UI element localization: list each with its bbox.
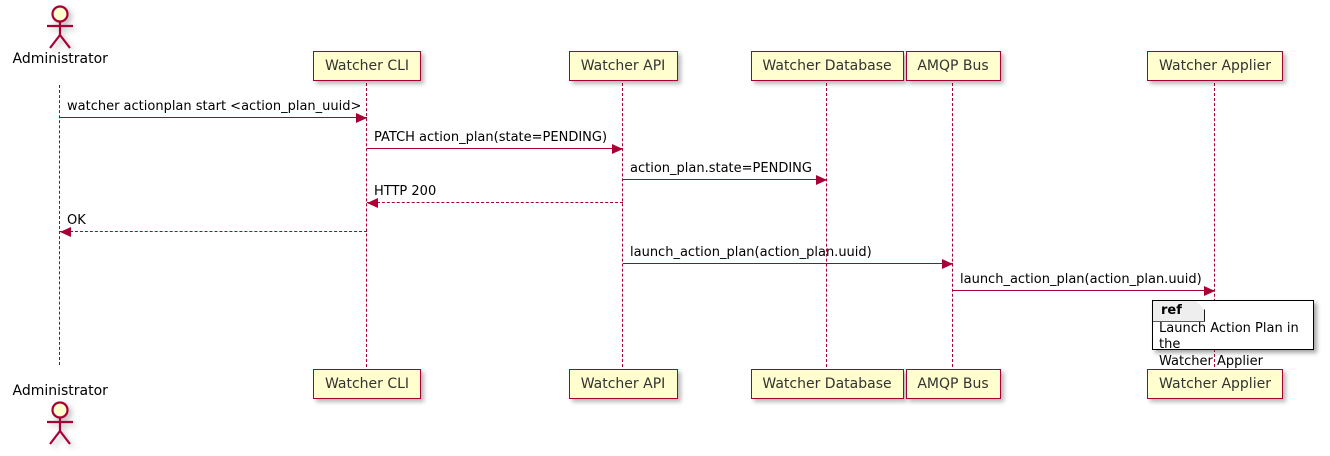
ref-fragment-text: Launch Action Plan in the Watcher Applie… (1159, 321, 1299, 369)
actor-figure-administrator (47, 5, 73, 49)
participant-box-watcher-api-bottom[interactable]: Watcher API (568, 369, 678, 399)
message-label-msg-3: action_plan.state=PENDING (630, 161, 812, 176)
lifeline-watcher-cli (366, 83, 368, 367)
participant-box-watcher-api-top[interactable]: Watcher API (568, 51, 678, 81)
message-arrowhead-msg-7 (1204, 285, 1215, 296)
participant-label-administrator: Administrator (12, 51, 108, 67)
message-arrowhead-msg-3 (816, 174, 827, 185)
participant-label-watcher-api: Watcher API (580, 376, 666, 392)
actor-figure-administrator (47, 401, 73, 445)
message-arrowhead-msg-5 (60, 226, 71, 237)
message-line-msg-6 (623, 263, 953, 264)
message-arrowhead-msg-1 (356, 112, 367, 123)
message-label-msg-1: watcher actionplan start <action_plan_uu… (67, 99, 362, 114)
message-label-msg-6: launch_action_plan(action_plan.uuid) (630, 245, 872, 260)
message-line-msg-3 (623, 179, 827, 180)
participant-box-watcher-database-bottom[interactable]: Watcher Database (750, 369, 904, 399)
participant-label-administrator: Administrator (12, 383, 108, 399)
participant-box-watcher-cli-bottom[interactable]: Watcher CLI (313, 369, 421, 399)
lifeline-watcher-applier (1214, 83, 1216, 367)
participant-label-watcher-applier: Watcher Applier (1159, 58, 1271, 74)
lifeline-amqp-bus (952, 83, 954, 367)
lifeline-watcher-api (622, 83, 624, 367)
participant-label-watcher-cli: Watcher CLI (324, 376, 410, 392)
message-arrowhead-msg-6 (942, 258, 953, 269)
message-line-msg-7 (953, 290, 1215, 291)
ref-fragment-tab-label: ref (1153, 301, 1205, 322)
participant-box-watcher-database-top[interactable]: Watcher Database (750, 51, 904, 81)
participant-label-amqp-bus: AMQP Bus (917, 376, 989, 392)
message-label-msg-4: HTTP 200 (374, 184, 437, 199)
participant-label-watcher-api: Watcher API (580, 58, 666, 74)
participant-box-watcher-applier-bottom[interactable]: Watcher Applier (1147, 369, 1283, 399)
participant-box-watcher-cli-top[interactable]: Watcher CLI (313, 51, 421, 81)
participant-box-amqp-bus-top[interactable]: AMQP Bus (905, 51, 1001, 81)
message-line-msg-4 (367, 202, 623, 203)
participant-label-watcher-database: Watcher Database (762, 58, 892, 74)
message-label-msg-7: launch_action_plan(action_plan.uuid) (960, 272, 1202, 287)
lifeline-administrator (59, 85, 61, 365)
message-line-msg-5 (60, 231, 367, 232)
participant-box-amqp-bus-bottom[interactable]: AMQP Bus (905, 369, 1001, 399)
message-label-msg-2: PATCH action_plan(state=PENDING) (374, 130, 608, 145)
participant-label-watcher-cli: Watcher CLI (324, 58, 410, 74)
message-label-msg-5: OK (67, 213, 86, 228)
participant-label-watcher-database: Watcher Database (762, 376, 892, 392)
lifeline-watcher-database (826, 83, 828, 367)
participant-label-watcher-applier: Watcher Applier (1159, 376, 1271, 392)
participant-box-watcher-applier-top[interactable]: Watcher Applier (1147, 51, 1283, 81)
message-arrowhead-msg-2 (612, 143, 623, 154)
participant-label-amqp-bus: AMQP Bus (917, 58, 989, 74)
message-arrowhead-msg-4 (367, 197, 378, 208)
message-line-msg-1 (60, 117, 367, 118)
message-line-msg-2 (367, 148, 623, 149)
